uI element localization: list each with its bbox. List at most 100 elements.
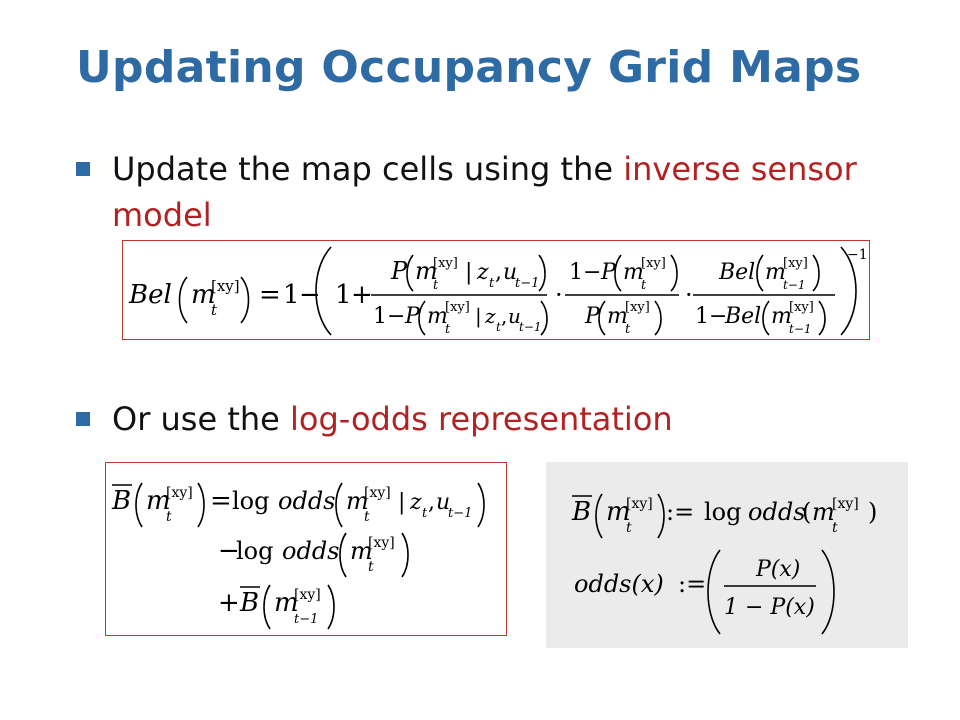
minus-sign: − (387, 304, 405, 329)
dot-operator: · (555, 281, 563, 309)
sup-xy: [xy] (832, 496, 859, 512)
definitions-panel: B m t [xy] := log odds ( m t [xy] ) odds… (546, 462, 908, 648)
paren-right (540, 300, 548, 336)
paren-right (818, 300, 826, 336)
var-m: m (350, 537, 373, 565)
sub-t: t (641, 278, 647, 293)
assign-op: := (678, 570, 706, 598)
paren-right (538, 254, 546, 292)
sub-tm1: t−1 (783, 278, 806, 292)
one-minus-px: 1 − P(x) (724, 595, 815, 620)
log-fn: log (704, 498, 742, 526)
dot-operator: · (685, 281, 693, 309)
paren-left (598, 300, 606, 336)
cond-bar: | (398, 490, 405, 515)
paren-left (178, 276, 188, 324)
sub-tm1: t−1 (515, 276, 539, 291)
sup-xy: [xy] (211, 277, 240, 295)
bullet-log-odds: Or use the log-odds representation (76, 396, 896, 442)
var-B: B (111, 486, 131, 516)
var-u: u (503, 260, 517, 285)
paren-right (401, 532, 409, 578)
sub-t: t (211, 301, 218, 319)
bullet-marker (76, 162, 90, 176)
var-m: m (623, 260, 644, 285)
sub-t: t (489, 276, 495, 291)
sup-xy: [xy] (445, 300, 470, 315)
var-m: m (771, 304, 792, 329)
var-B: B (571, 497, 591, 527)
bel-fn: Bel (724, 304, 761, 329)
paren-left (595, 493, 603, 539)
var-m: m (274, 588, 299, 618)
sup-xy: [xy] (166, 485, 193, 501)
one: 1 (335, 280, 352, 310)
sup-xy: [xy] (789, 300, 814, 315)
bullet-plain-text: Update the map cells using the (112, 150, 624, 188)
var-m: m (812, 498, 835, 526)
sub-t: t (496, 320, 501, 334)
var-m: m (191, 280, 216, 310)
paren-right (670, 254, 678, 292)
paren-left (756, 254, 764, 292)
prob-px: P(x) (755, 557, 800, 582)
assign-op: := (666, 498, 694, 526)
sup-xy: [xy] (368, 535, 395, 551)
minus-sign: − (709, 304, 727, 329)
paren-left (762, 300, 770, 336)
paren-right (240, 276, 250, 324)
sub-tm1: t−1 (294, 612, 318, 627)
plus-sign: + (351, 280, 373, 310)
sub-tm1: t−1 (789, 322, 812, 336)
odds-fn: odds (278, 487, 336, 515)
one: 1 (373, 304, 387, 329)
log-odds-update-formula: B m t [xy] = log odds m t [xy] | z t , u… (105, 462, 507, 636)
odds-fn: odds (282, 537, 340, 565)
paren-right (197, 482, 205, 528)
big-paren-left (707, 549, 721, 635)
bullet-text: Update the map cells using the inverse s… (112, 146, 896, 238)
sub-tm1: t−1 (519, 320, 542, 334)
one: 1 (695, 304, 709, 329)
sup-xy: [xy] (364, 485, 391, 501)
sub-t: t (625, 322, 631, 337)
big-paren-right (840, 246, 857, 336)
var-z: z (484, 304, 496, 328)
paren-right (477, 482, 485, 528)
inverse-exponent: −1 (847, 247, 868, 263)
var-m: m (415, 257, 438, 285)
minus-sign: − (583, 260, 601, 285)
var-m: m (606, 497, 631, 527)
plus-sign: + (218, 588, 240, 618)
sup-xy: [xy] (626, 496, 653, 512)
prob-P: P (390, 257, 408, 285)
bel-fn: Bel (128, 280, 172, 310)
odds-fn: odds (748, 498, 806, 526)
sup-xy: [xy] (641, 256, 666, 271)
paren-left (406, 254, 414, 292)
paren-left (135, 482, 143, 528)
paren-left (339, 532, 347, 578)
bullet-marker (76, 412, 90, 426)
cond-bar: | (475, 304, 482, 329)
paren-left (335, 482, 343, 528)
formula-definitions: B m t [xy] := log odds ( m t [xy] ) odds… (571, 493, 877, 635)
paren-open: ( (802, 498, 811, 526)
sub-t: t (166, 509, 172, 525)
paren-left (418, 300, 426, 336)
paren-right (327, 584, 335, 630)
var-m: m (427, 304, 448, 329)
sub-t: t (832, 520, 838, 536)
var-u: u (508, 304, 521, 328)
bel-fn: Bel (718, 260, 755, 285)
comma: , (501, 304, 507, 328)
bullet-plain-text: Or use the (112, 400, 291, 438)
var-z: z (476, 260, 489, 285)
odds-x: odds(x) (574, 570, 664, 598)
paren-left (263, 584, 271, 630)
minus-sign: − (218, 536, 240, 566)
sup-xy: [xy] (294, 587, 321, 603)
paren-close: ) (868, 498, 877, 526)
var-u: u (436, 490, 450, 515)
sub-t: t (433, 278, 439, 293)
